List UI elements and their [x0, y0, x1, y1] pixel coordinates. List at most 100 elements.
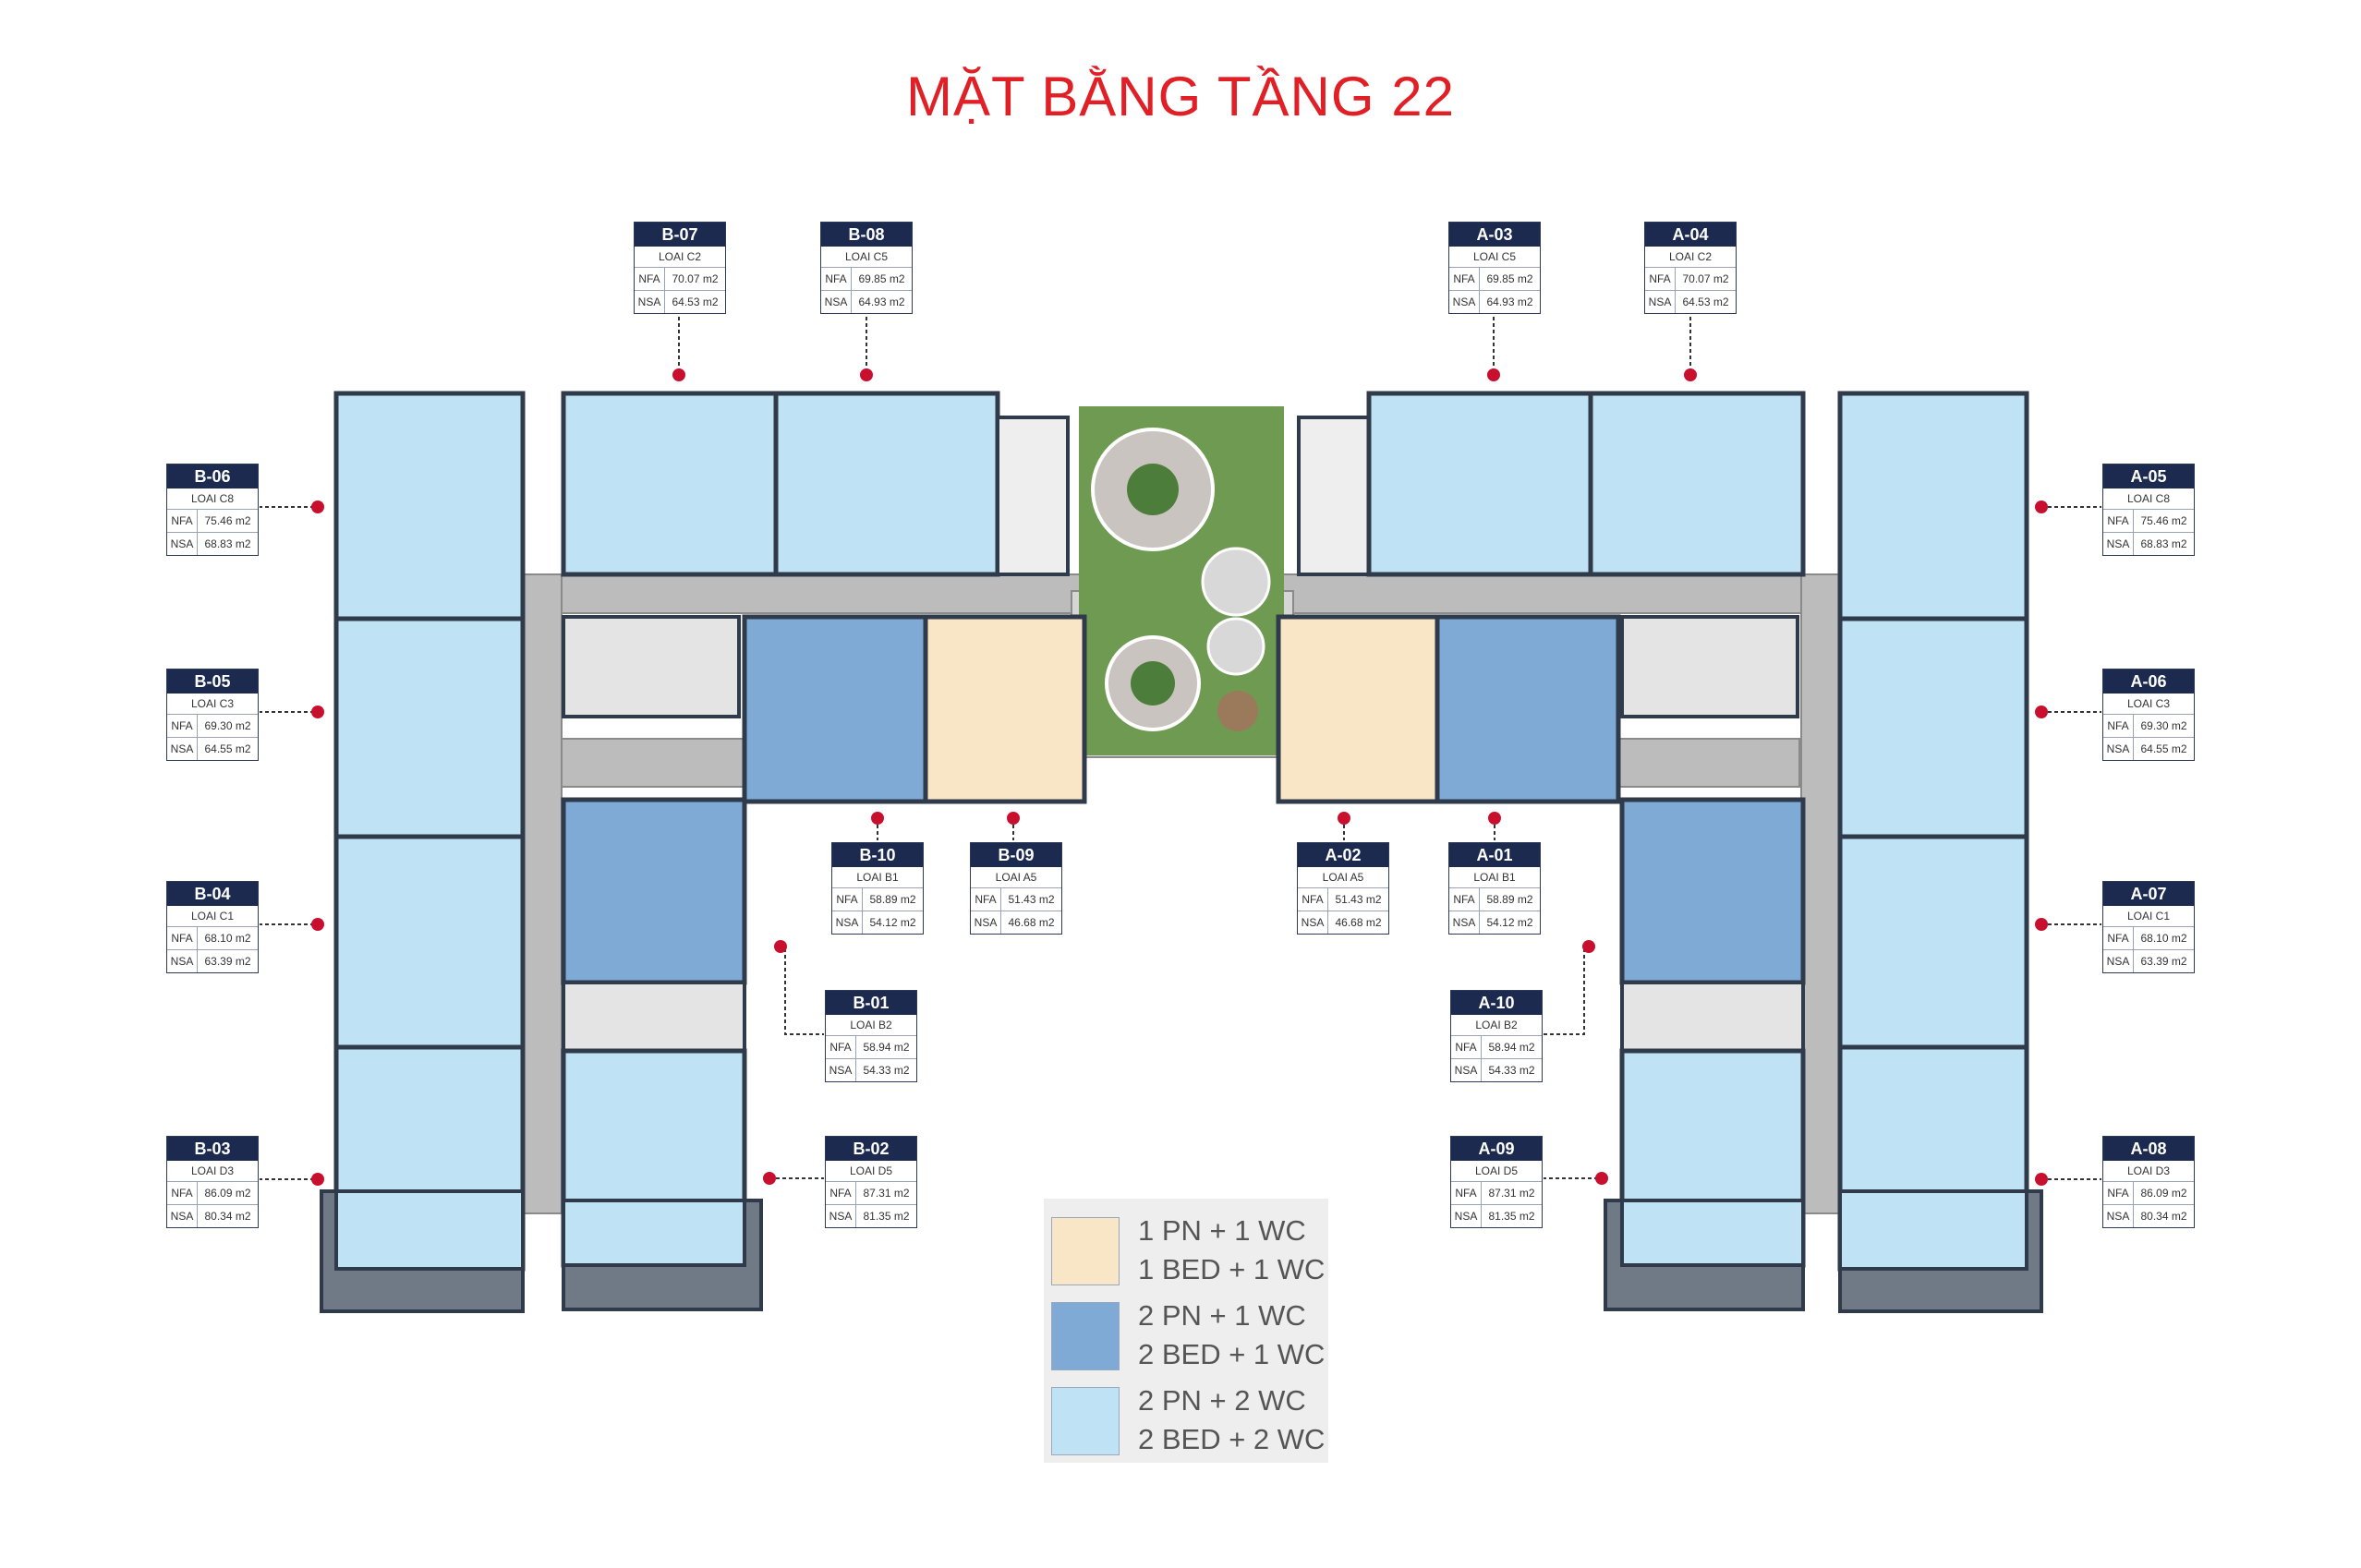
- unit-code: B-06: [167, 464, 258, 488]
- nsa-label: NSA: [2103, 1205, 2134, 1227]
- right-wing-units: [1837, 391, 2029, 1272]
- nfa-value: 75.46 m2: [204, 514, 251, 527]
- unit-type: LOAI B2: [1451, 1015, 1542, 1036]
- nfa-label: NFA: [2103, 927, 2134, 949]
- nsa-label: NSA: [826, 1059, 856, 1081]
- nsa-label: NSA: [1449, 911, 1480, 934]
- unit-code: A-01: [1449, 843, 1540, 867]
- nsa-label: NSA: [1449, 291, 1480, 313]
- nfa-label: NFA: [826, 1036, 856, 1058]
- unit-b10-plan: [742, 614, 928, 804]
- nfa-label: NFA: [826, 1182, 856, 1204]
- nsa-value: 63.39 m2: [2140, 955, 2187, 968]
- nfa-label: NFA: [2103, 715, 2134, 737]
- nfa-value: 51.43 m2: [1335, 893, 1382, 906]
- nsa-label: NSA: [821, 291, 852, 313]
- nfa-value: 69.85 m2: [1486, 272, 1533, 285]
- nfa-value: 75.46 m2: [2140, 514, 2187, 527]
- nsa-label: NSA: [167, 533, 198, 555]
- unit-markers: [311, 368, 2048, 1186]
- unit-b07-plan: [561, 391, 779, 577]
- nsa-value: 64.55 m2: [2140, 742, 2187, 755]
- unit-type: LOAI C3: [167, 694, 258, 715]
- leader-lines: [259, 310, 2104, 1180]
- nfa-label: NFA: [1298, 888, 1328, 911]
- unit-a10-plan: [1619, 797, 1806, 985]
- stair-a10: [1620, 981, 1805, 1053]
- unit-code: B-01: [826, 991, 916, 1015]
- unit-type: LOAI D5: [1451, 1161, 1542, 1182]
- nsa-label: NSA: [167, 950, 198, 972]
- nfa-value: 86.09 m2: [204, 1187, 251, 1200]
- nsa-value: 54.12 m2: [1486, 916, 1533, 929]
- nfa-value: 70.07 m2: [1682, 272, 1729, 285]
- unit-code: B-04: [167, 882, 258, 906]
- legend-swatch: [1051, 1302, 1120, 1370]
- legend-item-1bed-1wc: 1 PN + 1 WC 1 BED + 1 WC: [1044, 1206, 1328, 1285]
- nsa-value: 46.68 m2: [1008, 916, 1055, 929]
- legend-label-bed: 2 BED + 1 WC: [1138, 1338, 1326, 1370]
- nfa-label: NFA: [2103, 1182, 2134, 1204]
- unit-type: LOAI A5: [1298, 867, 1388, 888]
- unit-a04-plan: [1588, 391, 1806, 577]
- nsa-label: NSA: [2103, 533, 2134, 555]
- unit-code: A-05: [2103, 464, 2194, 488]
- nsa-value: 54.12 m2: [869, 916, 916, 929]
- nsa-value: 80.34 m2: [204, 1210, 251, 1223]
- nsa-label: NSA: [1451, 1059, 1482, 1081]
- unit-type: LOAI B2: [826, 1015, 916, 1036]
- inner-left-services: [562, 615, 741, 718]
- unit-a01-plan: [1435, 614, 1621, 804]
- unit-code: B-05: [167, 669, 258, 694]
- unit-type: LOAI C1: [2103, 906, 2194, 927]
- nsa-label: NSA: [167, 738, 198, 760]
- legend-label-bed: 2 BED + 2 WC: [1138, 1423, 1326, 1455]
- nfa-value: 69.30 m2: [2140, 719, 2187, 732]
- nsa-value: 63.39 m2: [204, 955, 251, 968]
- nsa-label: NSA: [167, 1205, 198, 1227]
- unit-b08-plan: [773, 391, 1000, 577]
- stair-right: [1297, 416, 1371, 576]
- nsa-label: NSA: [1451, 1205, 1482, 1227]
- unit-code: B-07: [635, 223, 725, 247]
- unit-type: LOAI B1: [832, 867, 923, 888]
- legend-label-pn: 1 PN + 1 WC: [1138, 1214, 1306, 1247]
- nsa-label: NSA: [832, 911, 863, 934]
- unit-type: LOAI A5: [971, 867, 1061, 888]
- nfa-label: NFA: [167, 510, 198, 532]
- nfa-label: NFA: [635, 268, 665, 290]
- nsa-label: NSA: [2103, 950, 2134, 972]
- unit-code: B-09: [971, 843, 1061, 867]
- nsa-value: 54.33 m2: [1488, 1064, 1535, 1077]
- legend-swatch: [1051, 1217, 1120, 1285]
- unit-type: LOAI D5: [826, 1161, 916, 1182]
- unit-code: A-10: [1451, 991, 1542, 1015]
- nfa-value: 58.94 m2: [863, 1041, 910, 1054]
- unit-code: B-02: [826, 1137, 916, 1161]
- unit-a03-plan: [1366, 391, 1593, 577]
- nfa-label: NFA: [832, 888, 863, 911]
- nsa-value: 64.93 m2: [1486, 296, 1533, 308]
- nfa-label: NFA: [167, 1182, 198, 1204]
- unit-type: LOAI C1: [167, 906, 258, 927]
- legend-label-bed: 1 BED + 1 WC: [1138, 1253, 1326, 1285]
- page-title: MẶT BẰNG TẦNG 22: [906, 66, 1455, 127]
- unit-type: LOAI D3: [2103, 1161, 2194, 1182]
